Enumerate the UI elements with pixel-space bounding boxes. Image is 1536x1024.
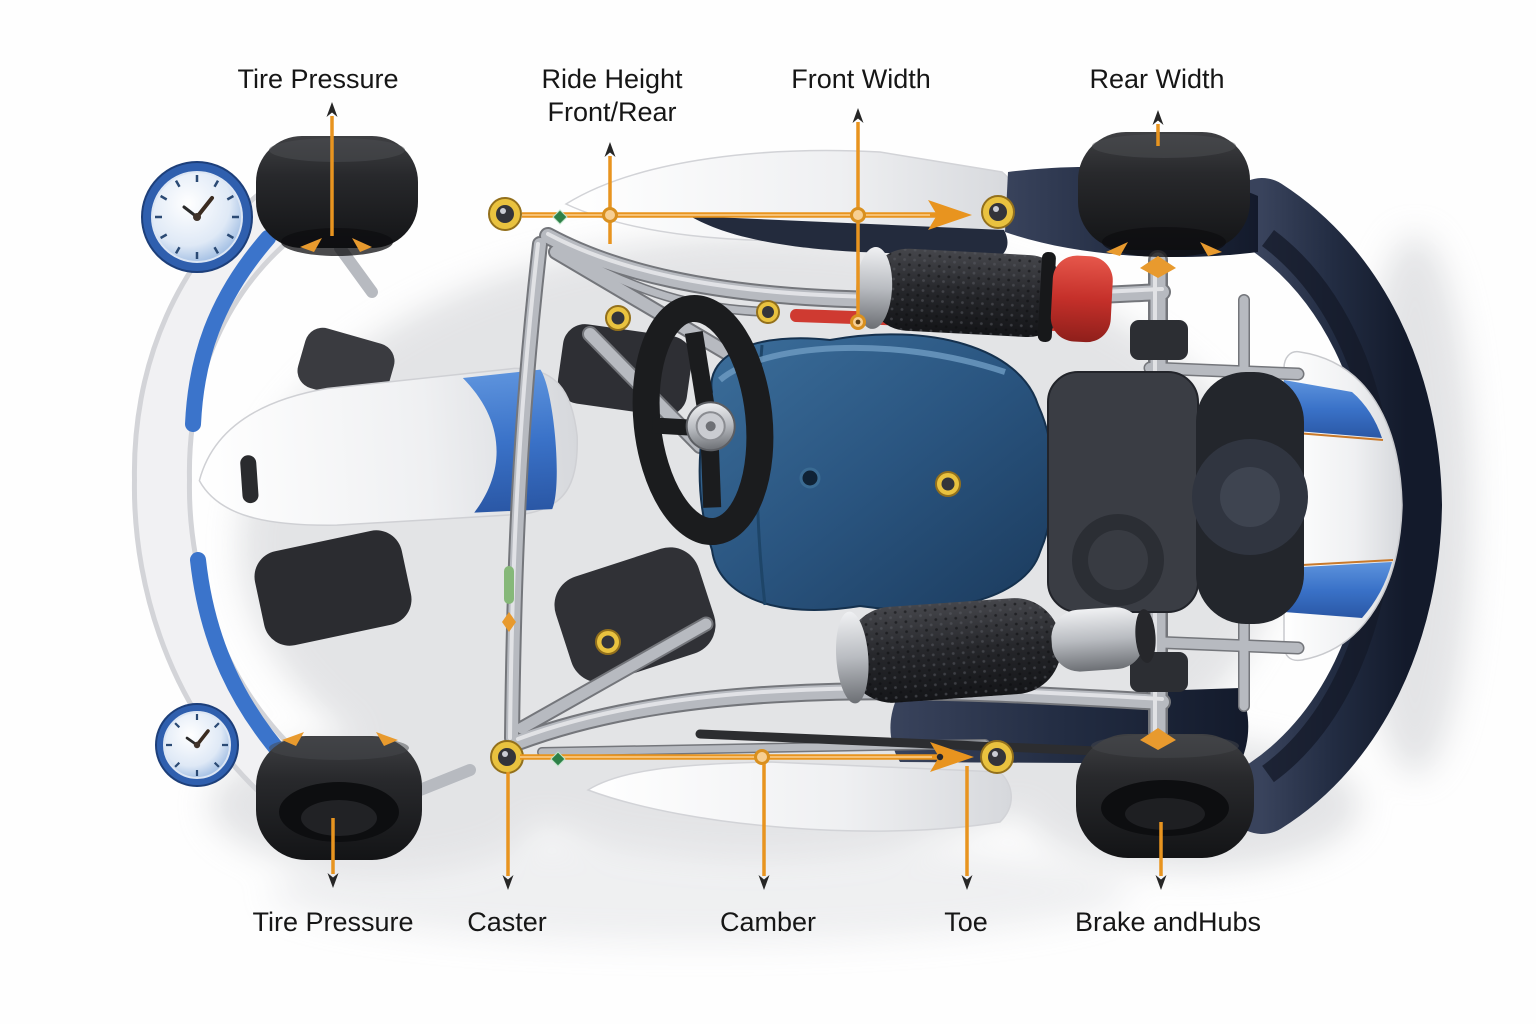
- annotation-tire-pressure-front: [326, 102, 338, 236]
- front-left-tire-bottom: [256, 732, 422, 860]
- airbox: [855, 247, 1113, 343]
- label-camber: Camber: [719, 907, 817, 937]
- pressure-gauge-rear: [155, 703, 239, 787]
- annotation-front-width: [850, 108, 866, 330]
- engine-assembly: [790, 247, 1199, 704]
- rear-right-tire-top: [1078, 132, 1250, 257]
- label-ride-height-line1: Ride Height: [541, 64, 683, 94]
- rear-right-tire-bottom: [1076, 734, 1254, 858]
- pressure-gauge-front: [141, 161, 253, 273]
- nose-cone: [198, 367, 578, 526]
- annotation-rear-width: [1152, 110, 1164, 146]
- annotation-tire-pressure-rear: [327, 818, 339, 888]
- annotation-toe: [961, 766, 973, 890]
- label-ride-height-line2: Front/Rear: [547, 97, 677, 127]
- annotation-caster: [502, 772, 514, 890]
- label-ride-height: Ride Height Front/Rear: [541, 63, 682, 129]
- annotation-camber: [758, 764, 770, 890]
- steering-wheel: [632, 294, 774, 546]
- annotation-toe-span: [520, 742, 974, 772]
- label-tire-pressure-rear: Tire Pressure: [252, 907, 414, 937]
- label-rear-width: Rear Width: [1089, 64, 1225, 94]
- label-caster: Caster: [467, 907, 547, 937]
- rear-brake-disc: [1192, 372, 1308, 624]
- label-tire-pressure-front: Tire Pressure: [237, 64, 399, 94]
- annotation-brake-hubs: [1155, 822, 1167, 890]
- label-brake-hubs: Brake andHubs: [1074, 907, 1262, 937]
- label-toe: Toe: [944, 907, 988, 937]
- label-front-width: Front Width: [791, 64, 931, 94]
- rear-bumper: [1226, 178, 1443, 834]
- front-left-tire: [256, 136, 418, 256]
- exhaust: [835, 598, 1156, 704]
- annotation-ride-height: [602, 142, 618, 244]
